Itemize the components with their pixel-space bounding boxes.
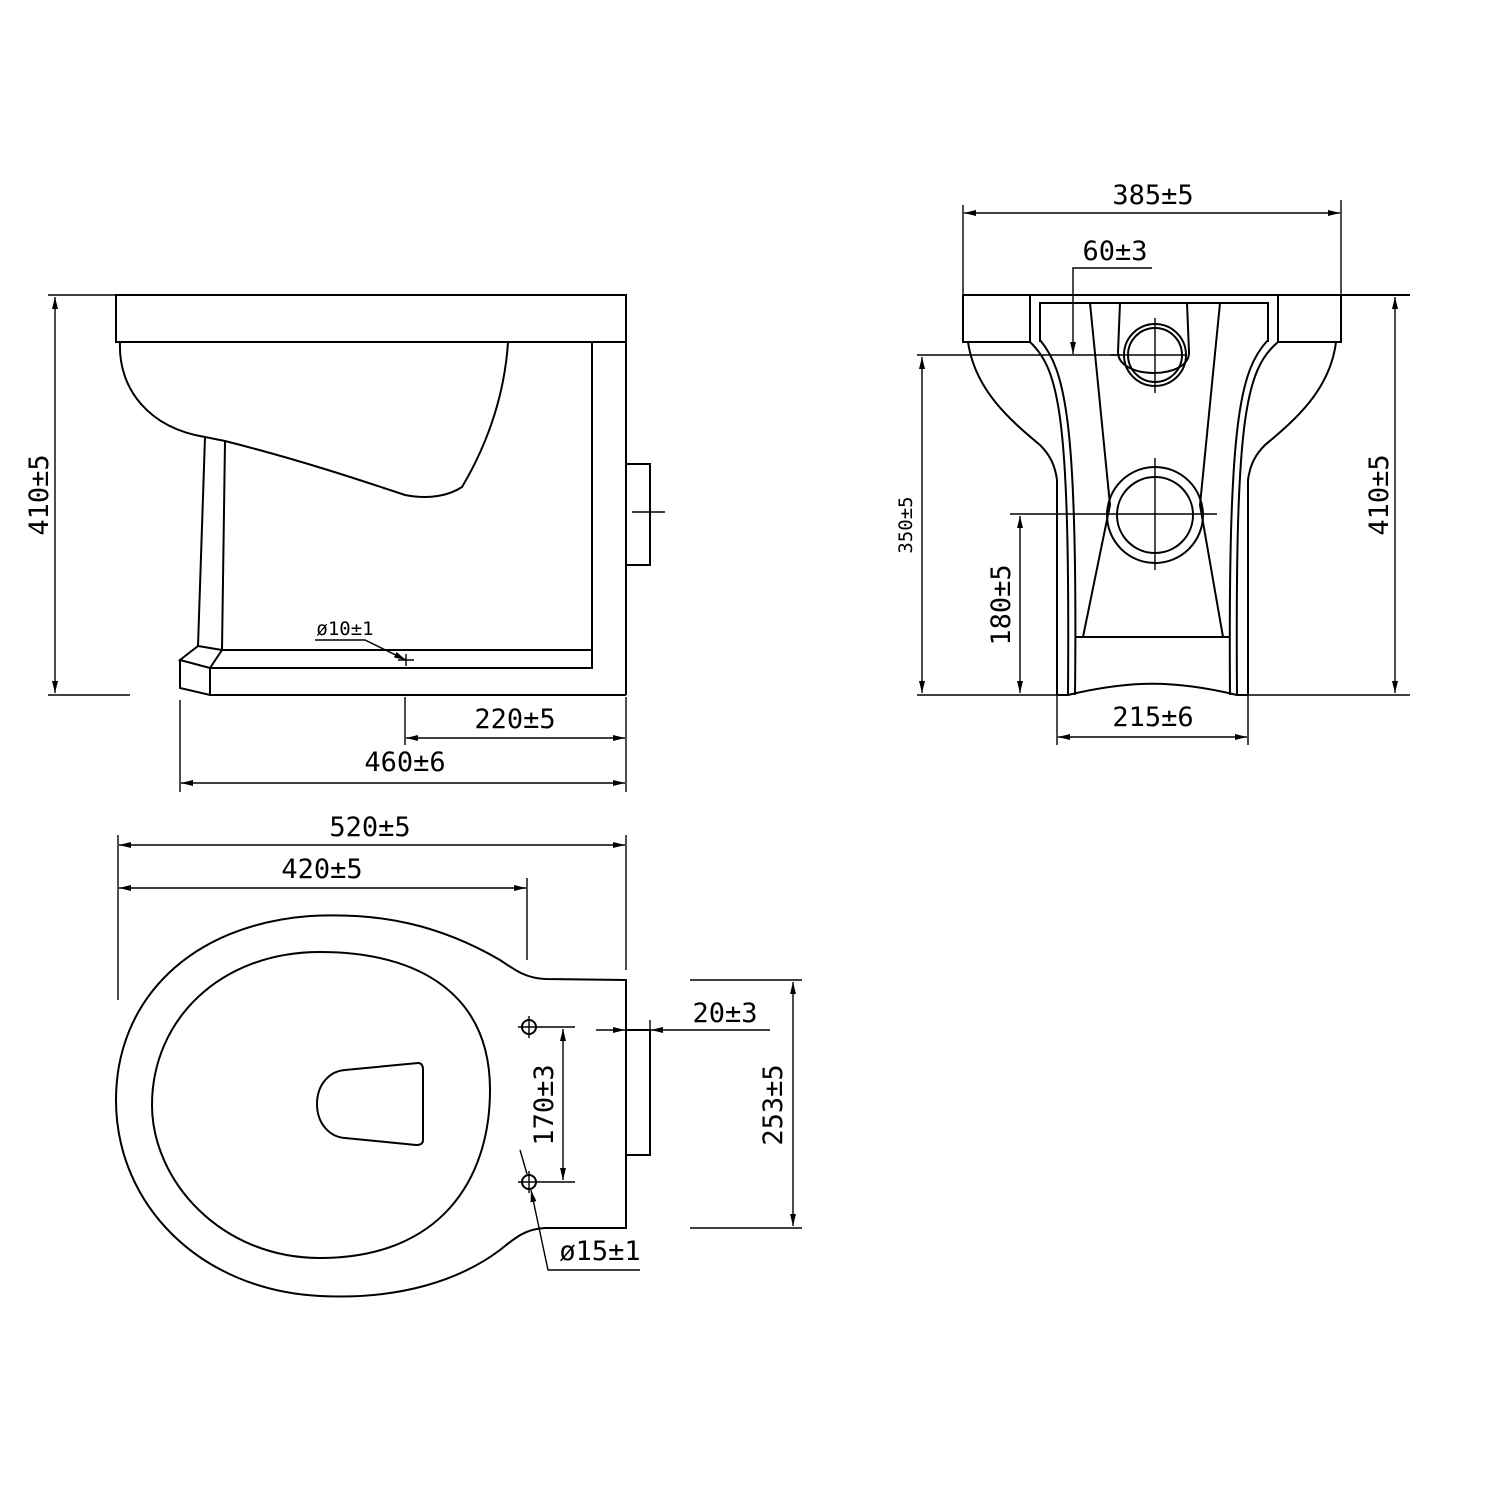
- rim-ends: [962, 295, 1342, 343]
- extension-lines: [962, 200, 1342, 295]
- right-leg: [1228, 339, 1279, 696]
- bowl-opening: [315, 1061, 424, 1147]
- inner-channel: [1075, 302, 1230, 638]
- plan-view: 520±5 420±5 170±3 20±3 253±5 ø15±1: [114, 812, 802, 1298]
- leader-seat-hole-tail: [519, 1149, 528, 1175]
- right-bowl-outline: [1247, 341, 1337, 695]
- front-view: 385±5 60±3 350±5 180±5 410±5 215±6: [895, 180, 1410, 745]
- label-front-height: 410±5: [1364, 454, 1395, 535]
- label-length: 520±5: [329, 812, 410, 843]
- label-fixing-hole: ø10±1: [316, 618, 373, 640]
- outlet-spigot: [625, 463, 651, 566]
- leader-seat-hole: [530, 1189, 640, 1271]
- side-view: 410±5 220±5 460±6 ø10±1: [24, 294, 665, 792]
- centerlines: [1010, 318, 1217, 570]
- label-height: 410±5: [24, 454, 55, 535]
- rim-inner: [1039, 302, 1269, 342]
- left-leg: [1029, 339, 1077, 696]
- extension-lines: [540, 1026, 575, 1183]
- extension-lines: [48, 294, 130, 696]
- plan-outline: [114, 914, 627, 1298]
- leader-fixing-hole: [315, 639, 407, 661]
- dimension-inlet-offset: [1070, 267, 1152, 354]
- base-foot: [177, 644, 626, 697]
- label-inlet-height: 350±5: [895, 496, 917, 553]
- pedestal-back: [210, 342, 593, 669]
- fixing-hole-mark: [398, 654, 414, 666]
- inlet-recess: [1116, 302, 1191, 374]
- left-bowl-outline: [967, 341, 1058, 695]
- label-rear-width: 253±5: [758, 1064, 789, 1145]
- label-outlet-projection: 20±3: [692, 998, 757, 1029]
- label-inlet-offset: 60±3: [1082, 236, 1147, 267]
- rim: [115, 294, 627, 343]
- label-outlet-distance: 220±5: [474, 704, 555, 735]
- base-curve: [1057, 682, 1248, 696]
- label-seat-hole-spacing: 170±3: [529, 1064, 560, 1145]
- extension-lines: [1056, 695, 1249, 745]
- extension-lines: [117, 835, 627, 1000]
- bowl-rim-inner: [150, 950, 492, 1260]
- extension-lines: [690, 979, 802, 1229]
- seat-hole-crosses: [518, 1016, 540, 1193]
- label-base-width: 215±6: [1112, 702, 1193, 733]
- label-outlet-height: 180±5: [986, 564, 1017, 645]
- outlet-spigot: [625, 1029, 651, 1156]
- label-bowl-length: 420±5: [281, 854, 362, 885]
- label-width: 385±5: [1112, 180, 1193, 211]
- pedestal-front: [197, 436, 226, 651]
- bowl-profile: [118, 341, 509, 498]
- label-seat-hole-diameter: ø15±1: [559, 1236, 640, 1267]
- extension-lines: [917, 354, 1410, 696]
- extension-lines: [404, 697, 627, 792]
- label-depth: 460±6: [364, 747, 445, 778]
